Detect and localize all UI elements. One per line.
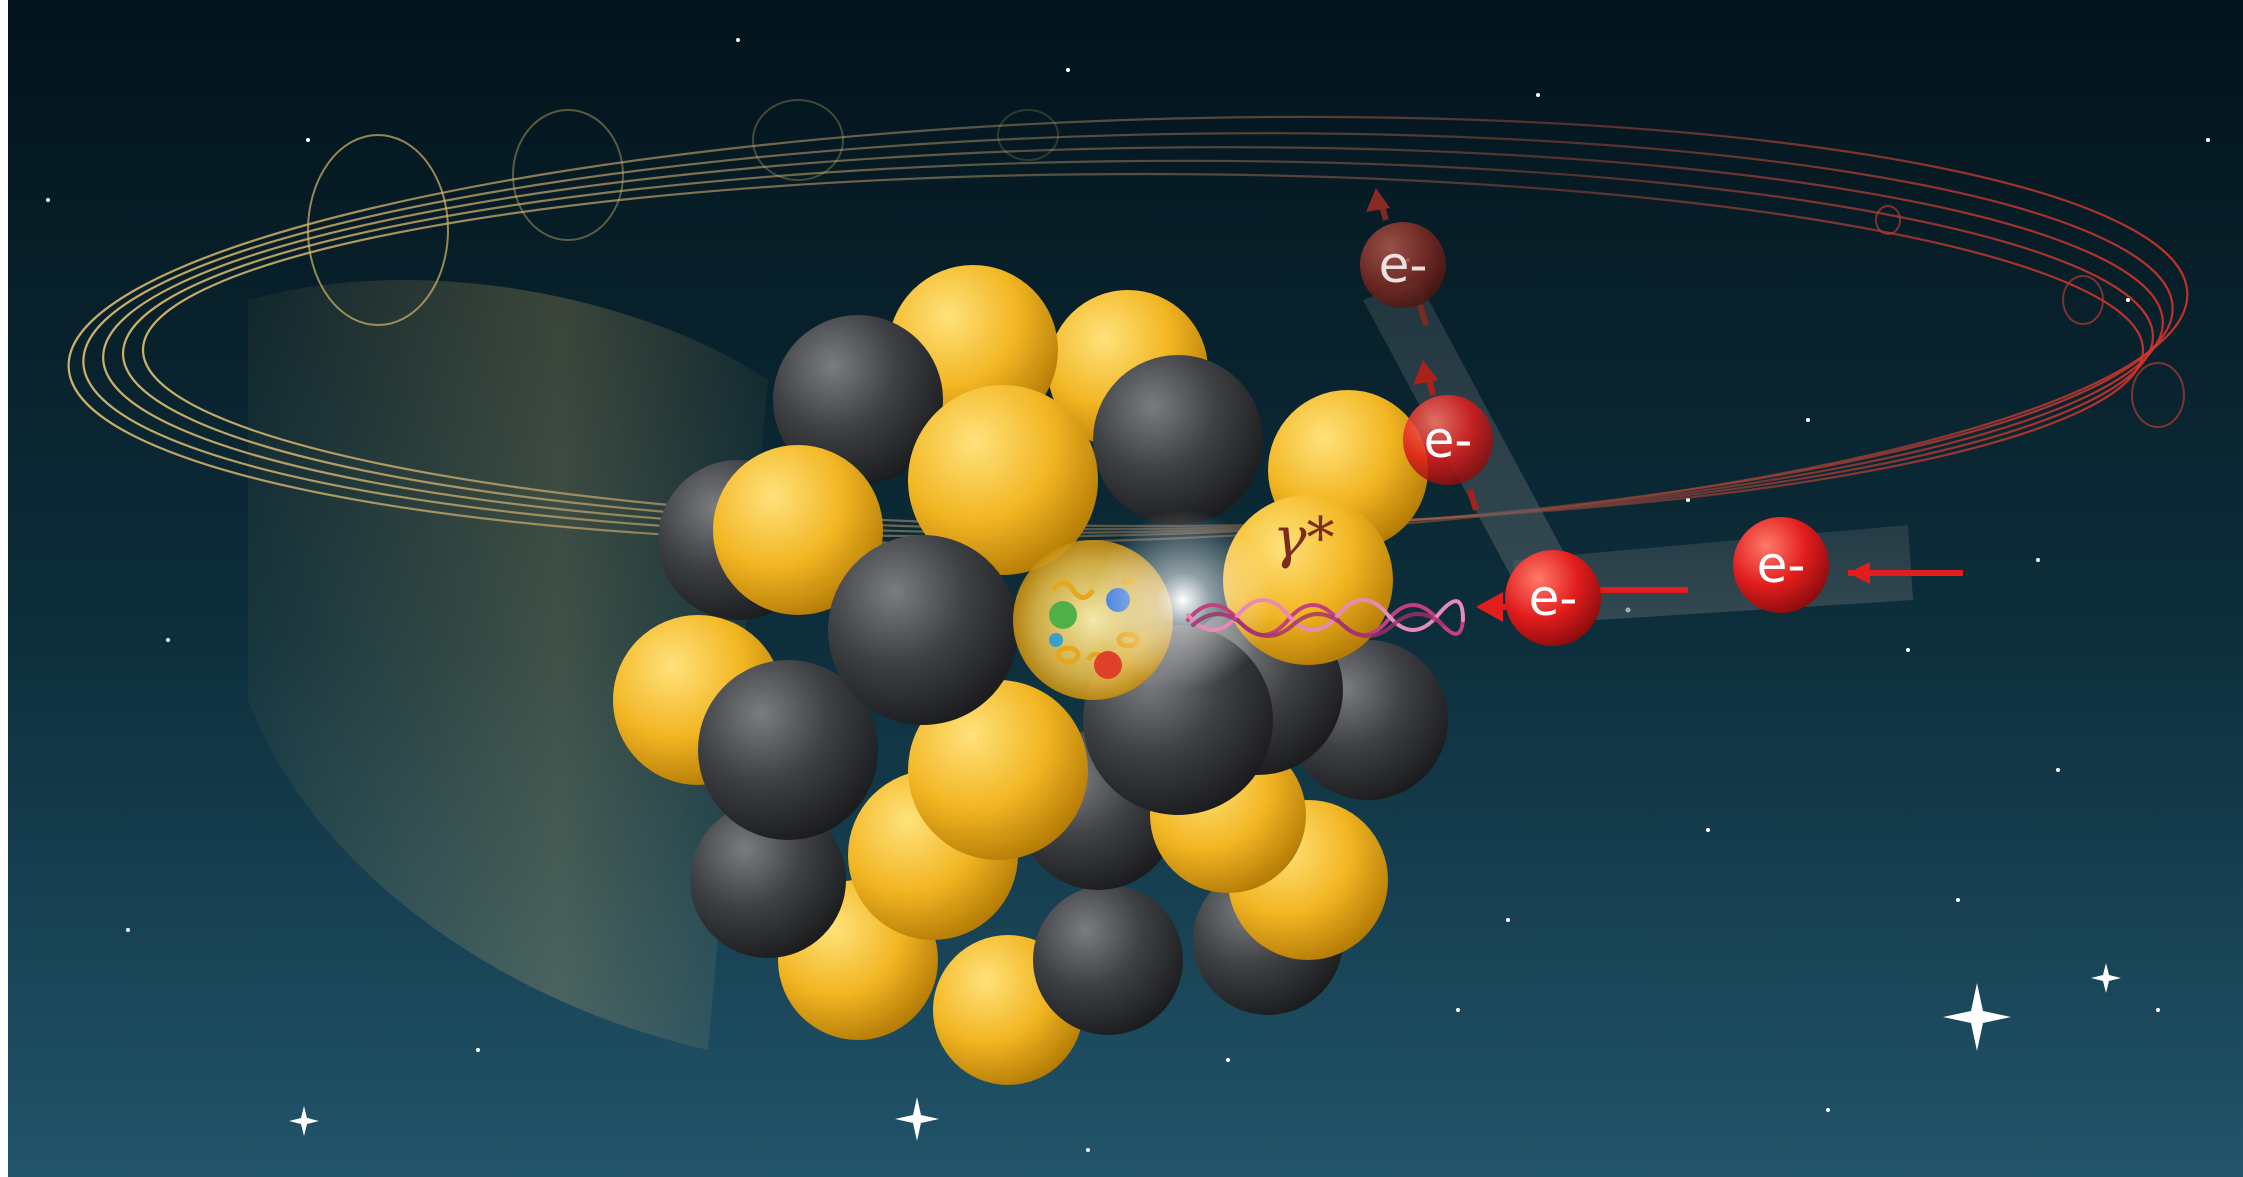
nucleus-electron-scattering-illustration: γ* e- e- e- e-: [8, 0, 2243, 1177]
incoming-electron-2: e-: [1476, 550, 1688, 646]
virtual-photon-label: γ*: [1273, 506, 1334, 571]
scattered-electron-2: e-: [1360, 188, 1446, 326]
incoming-electron-1: e-: [1733, 517, 1963, 613]
electron-label: e-: [1529, 569, 1578, 627]
sparkle-icon: [289, 963, 2121, 1141]
nucleus: [613, 265, 1448, 1085]
photon-icon: [1186, 598, 1465, 638]
electron-label: e-: [1424, 411, 1473, 469]
scattered-electron-1: e-: [1403, 360, 1493, 511]
orbit-coils-red: [1875, 205, 2185, 428]
electron-label: e-: [1379, 236, 1428, 294]
orbit-coils: [307, 99, 1059, 326]
interaction-flare: [1093, 510, 1273, 690]
electron-label: e-: [1757, 536, 1806, 594]
